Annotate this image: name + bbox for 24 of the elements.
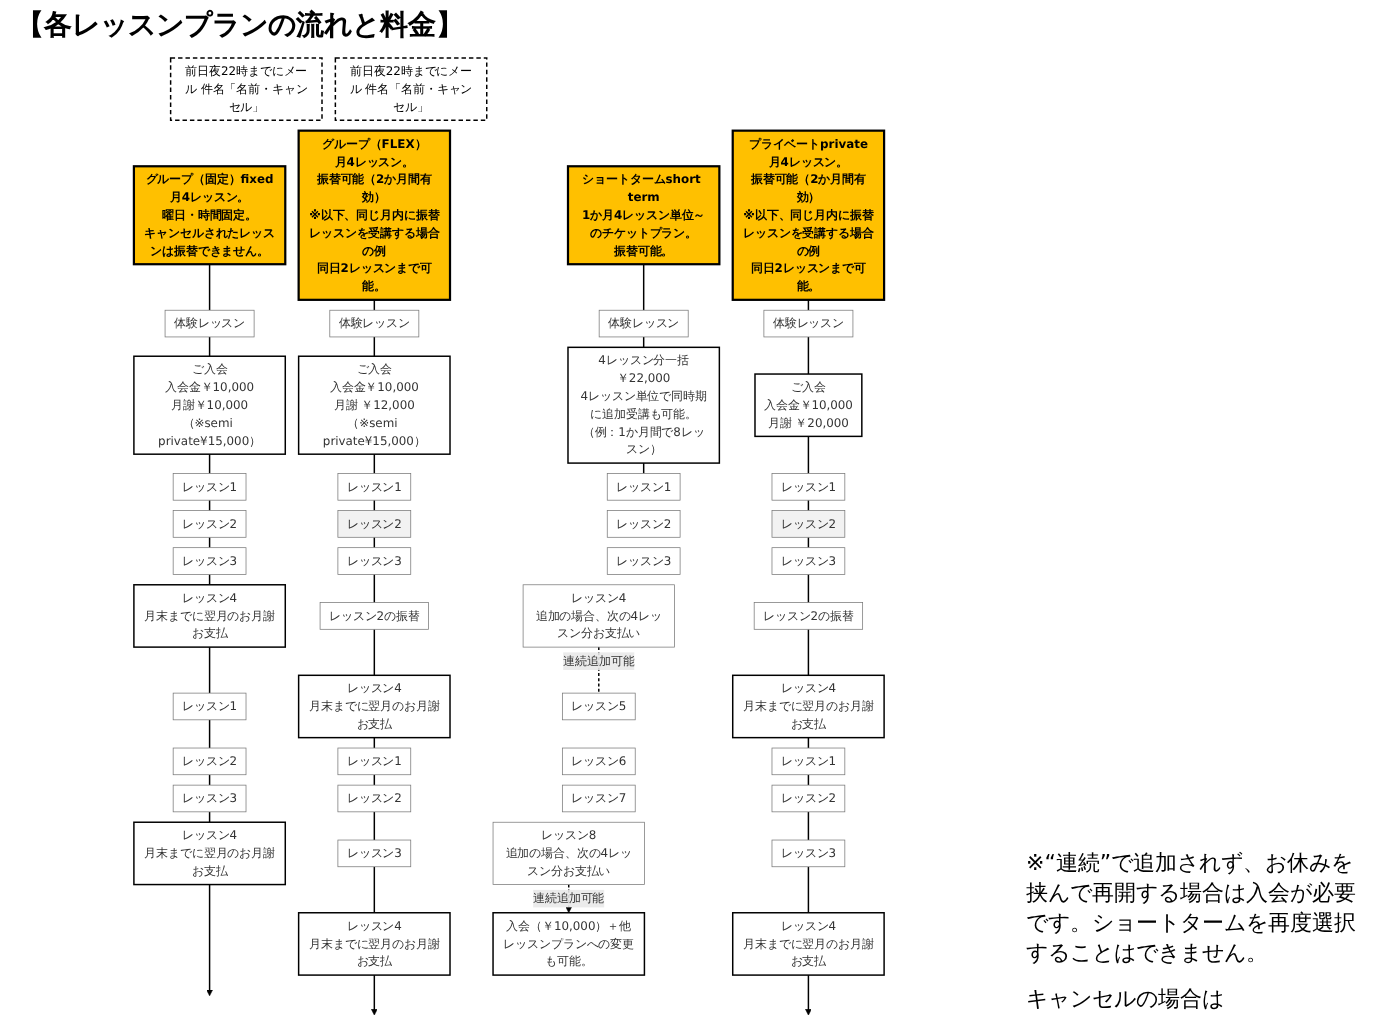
connector [208,719,211,749]
connector [208,453,211,475]
connector [373,573,376,604]
arrow [371,974,378,1016]
connector [807,336,810,375]
connector [373,453,376,475]
connector [208,646,211,694]
connector [373,336,376,357]
connector [208,263,211,311]
connector [208,336,211,357]
connector [642,263,645,311]
arrow [206,883,213,997]
connector [373,628,376,677]
connector [373,811,376,841]
connector [807,866,810,914]
note-text: キャンセルの場合は [1026,984,1226,1014]
title: 【各レッスンプランの流れと料金】 [16,8,466,44]
arrow [805,974,812,1016]
connector [807,435,810,475]
connector [807,573,810,604]
note-text: ※“連続”で追加されず、お休みを挟んで再開する場合は入会が必要です。ショートタームを再度選択することはできません。 [1026,848,1358,968]
connector [807,628,810,677]
connector [807,811,810,841]
connector [373,866,376,914]
